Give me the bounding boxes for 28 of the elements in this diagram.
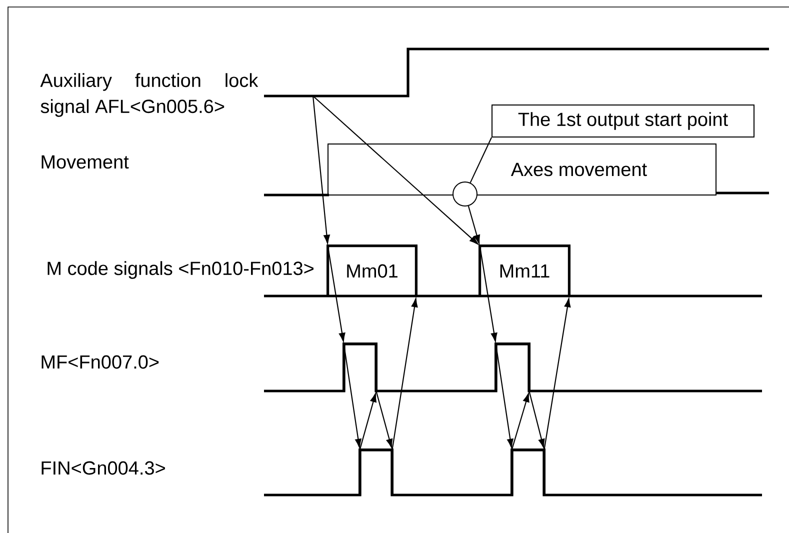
signal-name: M code signals <Fn010-Fn013> xyxy=(48,261,314,279)
signal-pulse: Mm11 xyxy=(478,244,570,296)
signal-pulse xyxy=(358,448,394,496)
arrow xyxy=(343,344,362,448)
callout-box: The 1st output start point xyxy=(492,104,754,138)
signal-name: Auxiliary function lock signal AFL<Gn005.6> xyxy=(40,73,258,117)
signal-name: FIN<Gn004.3> xyxy=(42,461,165,475)
signal-pulse xyxy=(342,342,378,392)
signal-pulse xyxy=(494,342,530,392)
signal-pulse xyxy=(510,448,546,496)
signal-name: Movement xyxy=(42,155,129,169)
arrow xyxy=(528,391,545,448)
arrow xyxy=(312,96,330,244)
signal-name: MF<Fn007.0> xyxy=(42,355,159,369)
arrow xyxy=(511,393,530,450)
circle-marker xyxy=(452,182,478,206)
signal-pulse: Mm01 xyxy=(326,244,418,296)
arrow xyxy=(312,96,478,245)
arrow xyxy=(376,391,393,448)
arrow xyxy=(479,246,498,342)
arrow xyxy=(495,344,514,448)
arrow xyxy=(468,206,480,244)
arrow xyxy=(392,298,418,450)
arrow xyxy=(327,246,346,342)
movement-box: Axes movement xyxy=(328,144,716,196)
arrow xyxy=(544,298,571,450)
arrow xyxy=(359,393,376,450)
leader-line xyxy=(470,137,492,183)
